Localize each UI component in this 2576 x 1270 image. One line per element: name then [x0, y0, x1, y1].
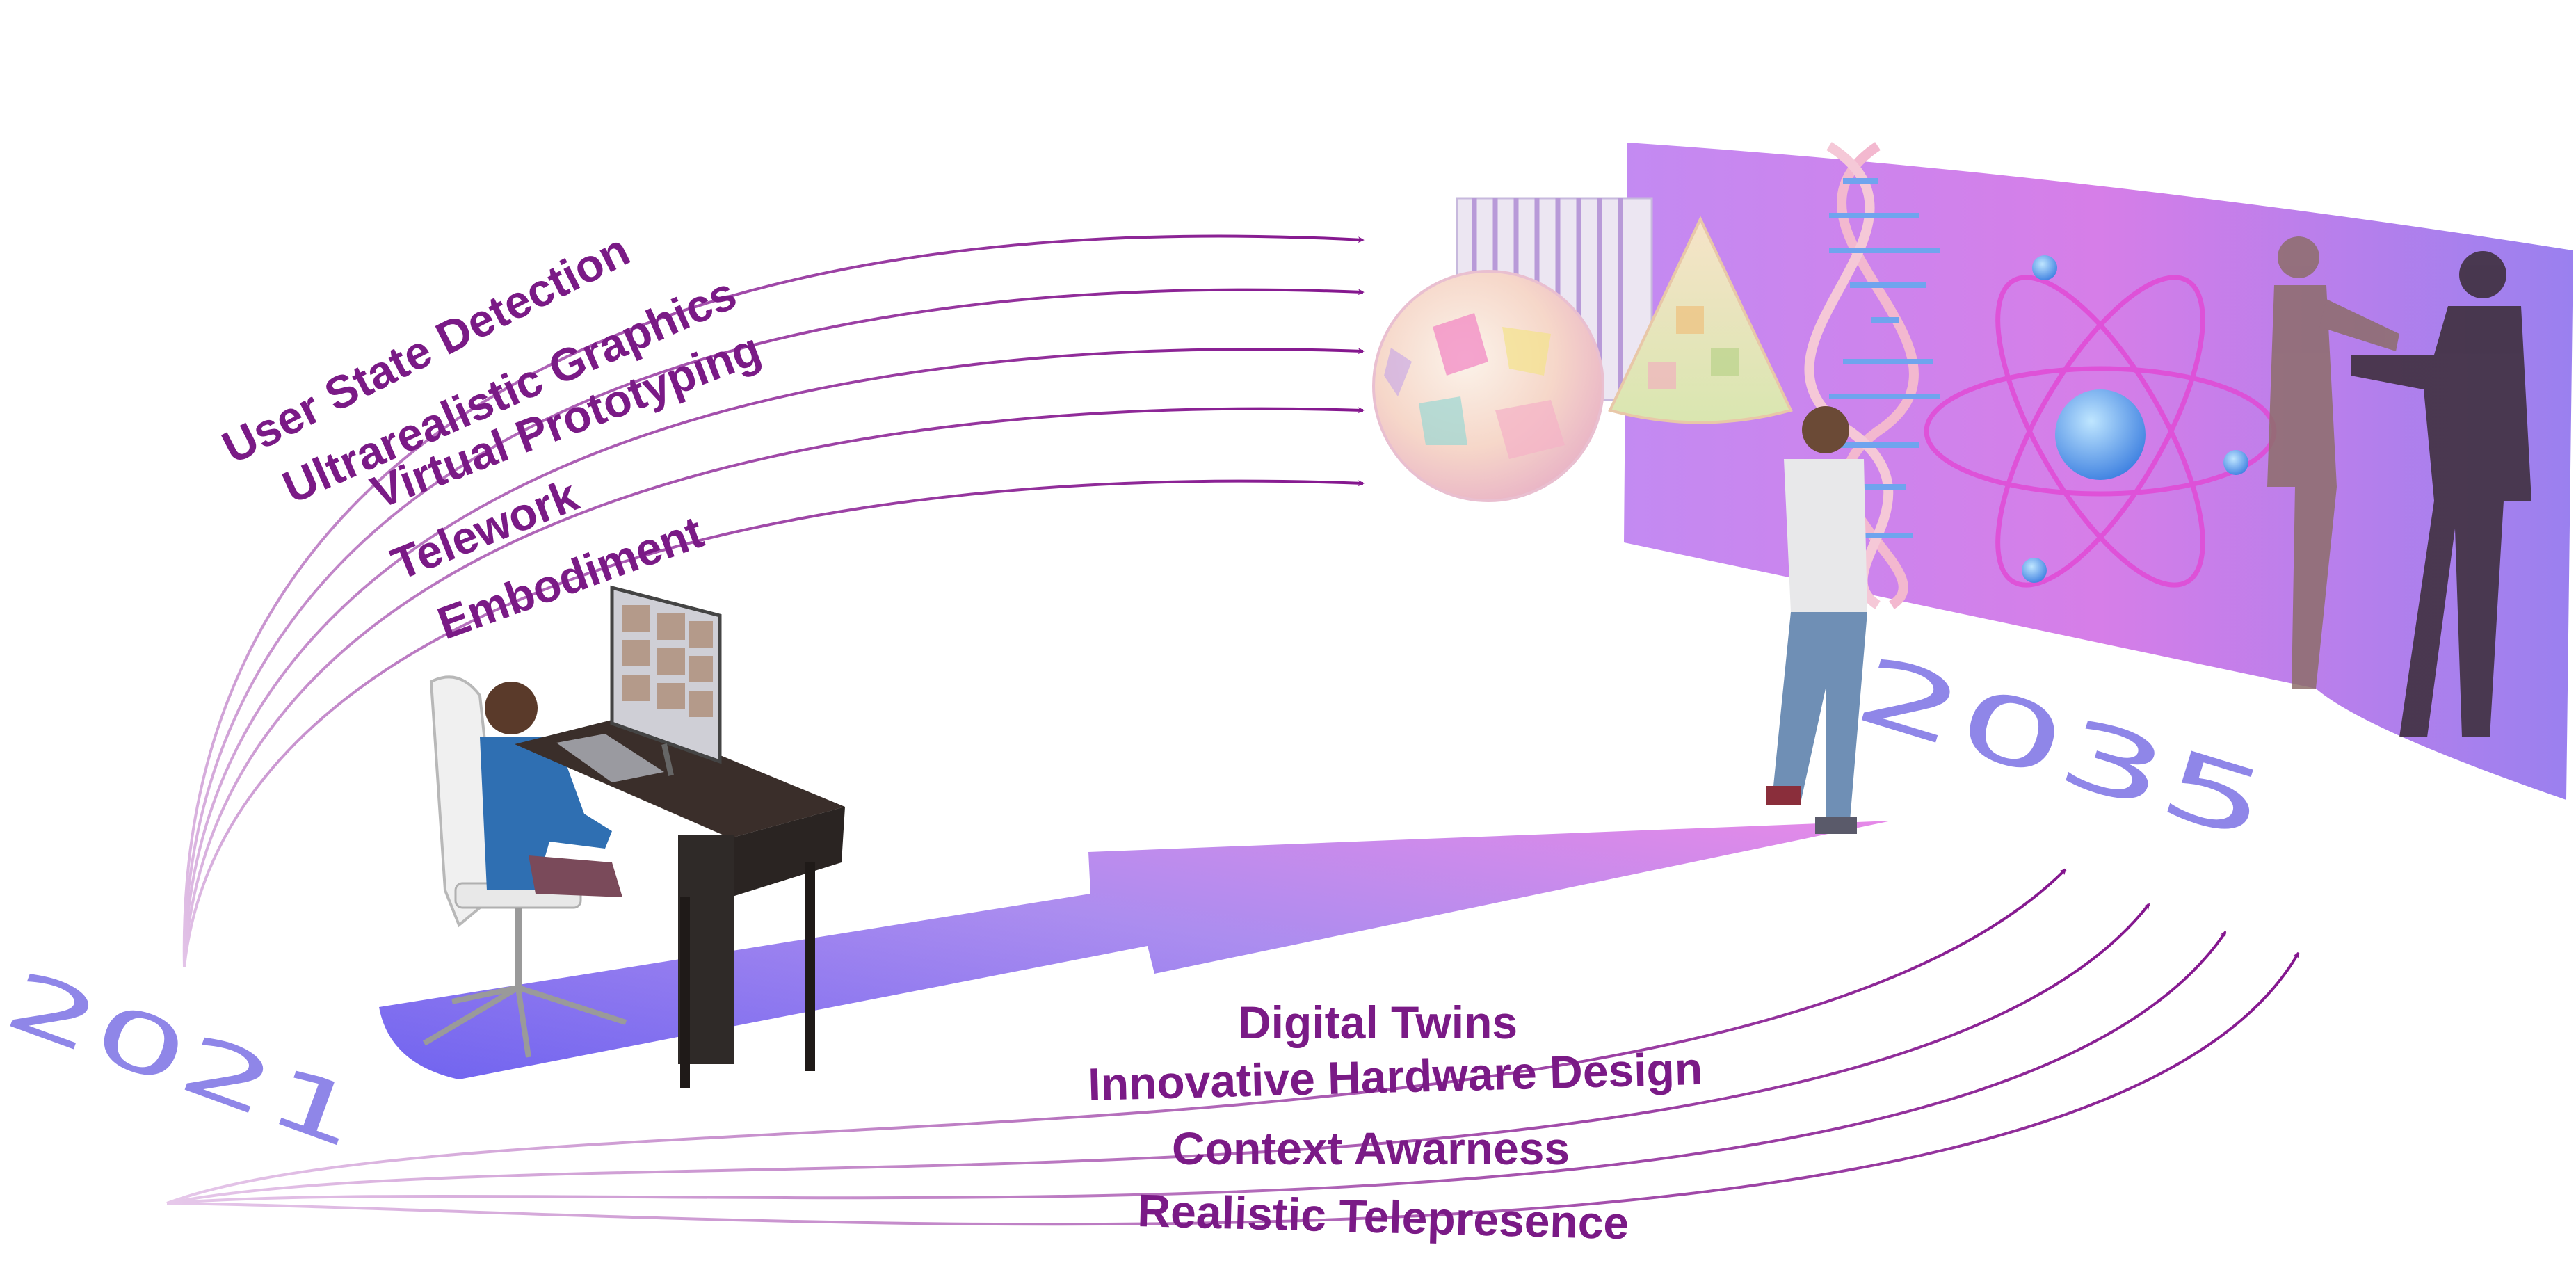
vr-sphere-icon: [1372, 270, 1604, 502]
avatar-people-icon: [2267, 236, 2531, 737]
walking-person-icon: [1766, 406, 1867, 834]
office-worker-at-desk-icon: [422, 675, 845, 1088]
topic-label-digital-twins: Digital Twins: [1238, 997, 1518, 1048]
top-arrows: [182, 234, 1365, 967]
year-start-label: 2021: [0, 952, 375, 1167]
year-end-label: 2035: [1844, 635, 2281, 862]
top-topic-labels: User State Detection Ultrarealistic Grap…: [214, 223, 768, 649]
topic-label-realistic-telepresence: Realistic Telepresence: [1137, 1184, 1630, 1248]
bottom-arrows: [166, 868, 2300, 1226]
topic-label-context-awarness: Context Awarness: [1172, 1123, 1570, 1174]
bottom-topic-labels: Digital Twins Innovative Hardware Design…: [1087, 997, 1703, 1248]
monitor-video-call-icon: [610, 585, 722, 776]
cone-icon: [1608, 216, 1793, 424]
topic-label-innovative-hardware-design: Innovative Hardware Design: [1087, 1043, 1703, 1110]
timeline-path: [379, 821, 1892, 1079]
